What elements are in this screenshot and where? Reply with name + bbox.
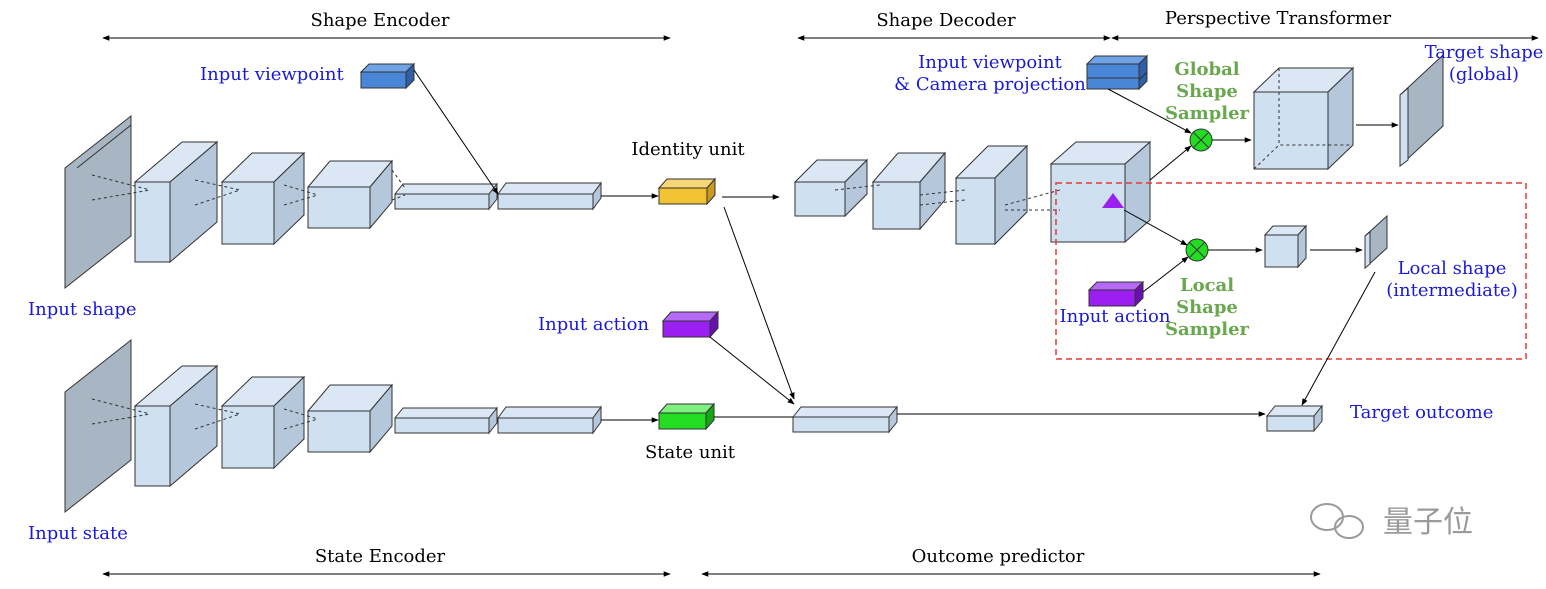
chat-bubbles-icon bbox=[1310, 503, 1364, 539]
section-shape-encoder: Shape Encoder bbox=[311, 10, 450, 31]
decoder-block-1 bbox=[793, 158, 869, 218]
global-sampler-node bbox=[1189, 128, 1213, 152]
local-shape-label-1: Local shape bbox=[1398, 258, 1507, 279]
input-viewpoint-unit bbox=[359, 62, 416, 90]
state-unit bbox=[657, 402, 716, 431]
state-fc-2 bbox=[497, 405, 602, 435]
state-conv-block-1 bbox=[133, 364, 219, 488]
outcome-fc-layer bbox=[791, 405, 899, 434]
local-shape-volume bbox=[1263, 224, 1308, 269]
state-encoder bbox=[64, 338, 602, 514]
viewpoint-projection-label-1: Input viewpoint bbox=[918, 52, 1062, 73]
encoder-conv-block-3 bbox=[306, 159, 394, 230]
global-sampler-label-2: Shape bbox=[1176, 81, 1238, 102]
local-sampler-label-3: Sampler bbox=[1165, 319, 1250, 340]
encoder-fc-1 bbox=[393, 182, 499, 211]
input-state-slab bbox=[64, 338, 132, 514]
target-shape-label-1: Target shape bbox=[1425, 42, 1544, 63]
state-conv-block-2 bbox=[220, 375, 306, 470]
global-sampler-label-1: Global bbox=[1174, 59, 1239, 80]
section-state-encoder: State Encoder bbox=[315, 546, 446, 567]
local-action-marker-icon bbox=[1102, 193, 1124, 208]
identity-unit bbox=[657, 177, 717, 206]
viewpoint-projection-units bbox=[1085, 54, 1149, 91]
shape-encoder bbox=[64, 114, 602, 290]
watermark-text: 量子位 bbox=[1383, 505, 1473, 540]
state-conv-block-3 bbox=[306, 383, 394, 454]
viewpoint-to-fc-arrow bbox=[413, 69, 499, 195]
local-sampler-label-1: Local bbox=[1180, 275, 1234, 296]
identity-unit-label: Identity unit bbox=[631, 139, 745, 160]
watermark: 量子位 bbox=[1310, 503, 1473, 540]
local-action-label: Input action bbox=[1059, 306, 1170, 327]
projection-to-global-sampler-arrow bbox=[1107, 88, 1192, 134]
viewpoint-projection-label-2: & Camera projection bbox=[894, 74, 1086, 95]
local-shape-to-outcome-arrow bbox=[1301, 271, 1376, 406]
decoder-to-global-sampler-arrow bbox=[1149, 145, 1192, 181]
input-state-label: Input state bbox=[28, 523, 128, 544]
input-viewpoint-label: Input viewpoint bbox=[200, 64, 344, 85]
encoder-fc-2 bbox=[497, 181, 602, 211]
input-action-label: Input action bbox=[538, 314, 649, 335]
target-shape-label-2: (global) bbox=[1449, 64, 1519, 85]
state-fc-1 bbox=[393, 406, 499, 435]
decoder-block-3 bbox=[954, 144, 1029, 246]
target-outcome-label: Target outcome bbox=[1350, 402, 1493, 423]
input-shape-slab bbox=[64, 114, 132, 290]
marker-to-local-sampler-arrow bbox=[1123, 209, 1188, 246]
decoder-block-2 bbox=[871, 151, 947, 231]
identity-to-predictor-arrow bbox=[723, 206, 795, 400]
decoder-block-4 bbox=[1049, 140, 1152, 244]
target-outcome-block bbox=[1265, 404, 1324, 433]
input-shape-label: Input shape bbox=[28, 299, 137, 320]
action-to-predictor-arrow bbox=[709, 336, 795, 405]
section-perspective-transformer: Perspective Transformer bbox=[1165, 8, 1392, 29]
local-action-to-sampler-arrow bbox=[1142, 256, 1189, 293]
global-shape-volume bbox=[1252, 66, 1355, 171]
input-action-unit bbox=[661, 310, 720, 339]
encoder-receptive-fields bbox=[91, 169, 406, 206]
local-sampler-node bbox=[1185, 238, 1209, 262]
local-region-box bbox=[1055, 182, 1527, 360]
section-shape-decoder: Shape Decoder bbox=[876, 10, 1016, 31]
local-action-unit bbox=[1087, 280, 1145, 308]
shape-decoder bbox=[793, 140, 1152, 246]
local-shape-label-2: (intermediate) bbox=[1386, 280, 1518, 301]
target-shape-slab bbox=[1399, 53, 1444, 168]
state-unit-label: State unit bbox=[645, 442, 736, 463]
encoder-conv-block-1 bbox=[133, 140, 219, 264]
section-outcome-predictor: Outcome predictor bbox=[912, 546, 1085, 567]
local-shape-slab bbox=[1364, 214, 1388, 270]
state-receptive-fields bbox=[91, 398, 319, 430]
encoder-conv-block-2 bbox=[220, 151, 306, 246]
global-sampler-label-3: Sampler bbox=[1165, 103, 1250, 124]
local-sampler-label-2: Shape bbox=[1176, 297, 1238, 318]
decoder-receptive-fields bbox=[834, 184, 1061, 211]
connectors bbox=[413, 69, 1399, 423]
